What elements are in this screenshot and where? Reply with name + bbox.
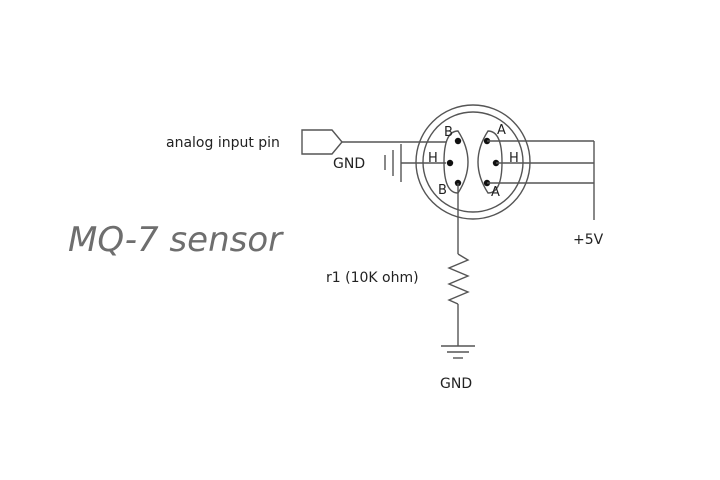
pin-h-right-label: H [509, 151, 519, 166]
pin-b-top-dot [454, 137, 462, 145]
pin-h-left-dot [446, 159, 454, 167]
analog-input-connector [301, 129, 446, 155]
analog-input-label: analog input pin [166, 135, 280, 151]
pin-a-bottom-label: A [491, 185, 500, 200]
gnd-bottom-label: GND [440, 376, 472, 392]
gnd-left-label: GND [333, 156, 365, 172]
load-resistor [447, 183, 470, 346]
pin-b-bottom-label: B [438, 183, 447, 198]
vcc-wires [487, 140, 595, 220]
pin-a-top-label: A [497, 123, 506, 138]
pin-h-left-label: H [428, 151, 438, 166]
diagram-title: MQ-7 sensor [68, 220, 284, 260]
pin-b-top-label: B [444, 125, 453, 140]
vcc-label: +5V [573, 232, 604, 248]
resistor-label: r1 (10K ohm) [326, 270, 419, 286]
bottom-ground-symbol [441, 345, 475, 359]
